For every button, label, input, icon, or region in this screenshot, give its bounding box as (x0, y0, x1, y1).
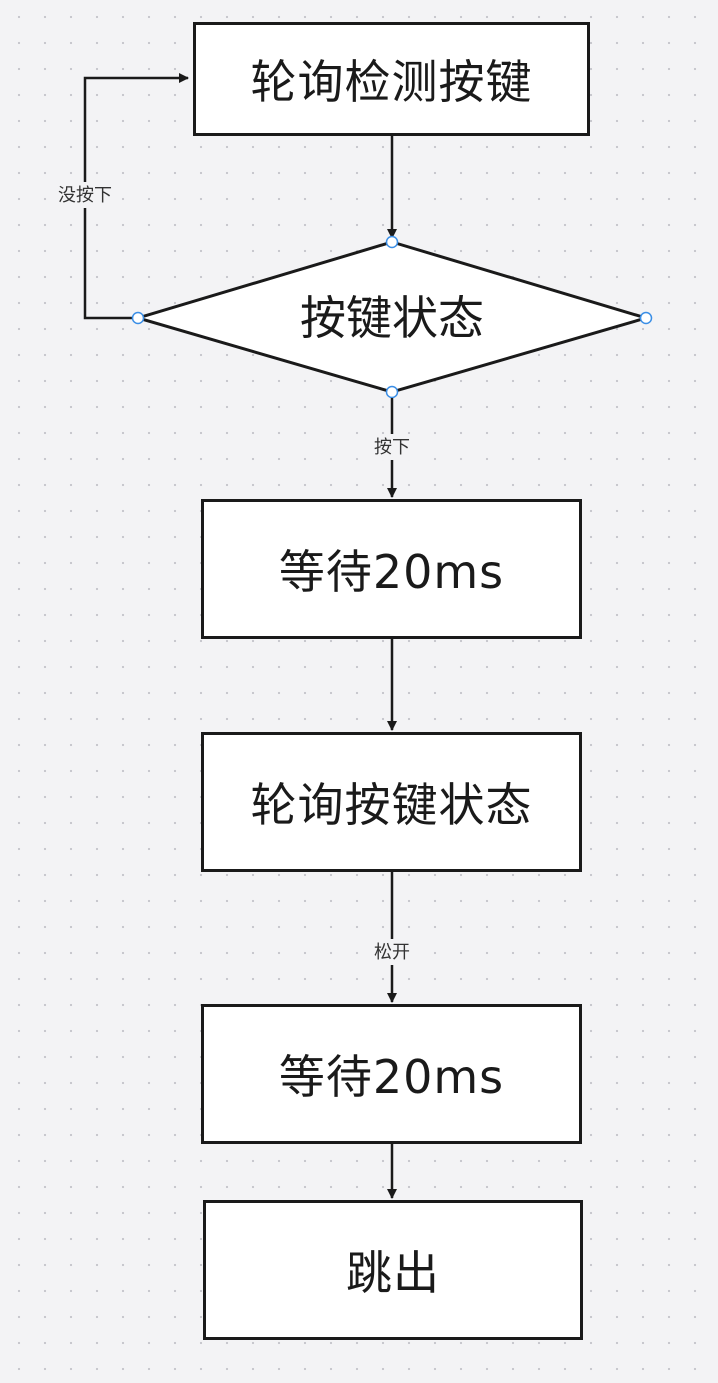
node-wait-2[interactable]: 等待20ms (201, 1004, 582, 1144)
handle-left[interactable] (131, 311, 145, 325)
edge-label-pressed: 按下 (374, 437, 410, 458)
node-exit[interactable]: 跳出 (203, 1200, 583, 1340)
node-exit-label: 跳出 (346, 1246, 440, 1300)
node-poll-detect-label: 轮询检测按键 (250, 55, 533, 109)
node-poll-state-label: 轮询按键状态 (250, 778, 533, 832)
label-bg-pressed (362, 434, 422, 460)
handle-right[interactable] (639, 311, 653, 325)
handle-top[interactable] (385, 235, 399, 249)
decision-label: 按键状态 (300, 291, 484, 345)
node-wait-2-label: 等待20ms (278, 1050, 505, 1104)
node-wait-1-label: 等待20ms (278, 545, 505, 599)
handle-bottom[interactable] (385, 385, 399, 399)
label-bg-not-pressed (48, 182, 122, 208)
edge-label-released: 松开 (374, 942, 410, 963)
node-wait-1[interactable]: 等待20ms (201, 499, 582, 639)
node-poll-detect[interactable]: 轮询检测按键 (193, 22, 590, 136)
edge-label-not-pressed: 没按下 (58, 185, 112, 206)
node-poll-state[interactable]: 轮询按键状态 (201, 732, 582, 872)
label-bg-released (362, 939, 422, 965)
